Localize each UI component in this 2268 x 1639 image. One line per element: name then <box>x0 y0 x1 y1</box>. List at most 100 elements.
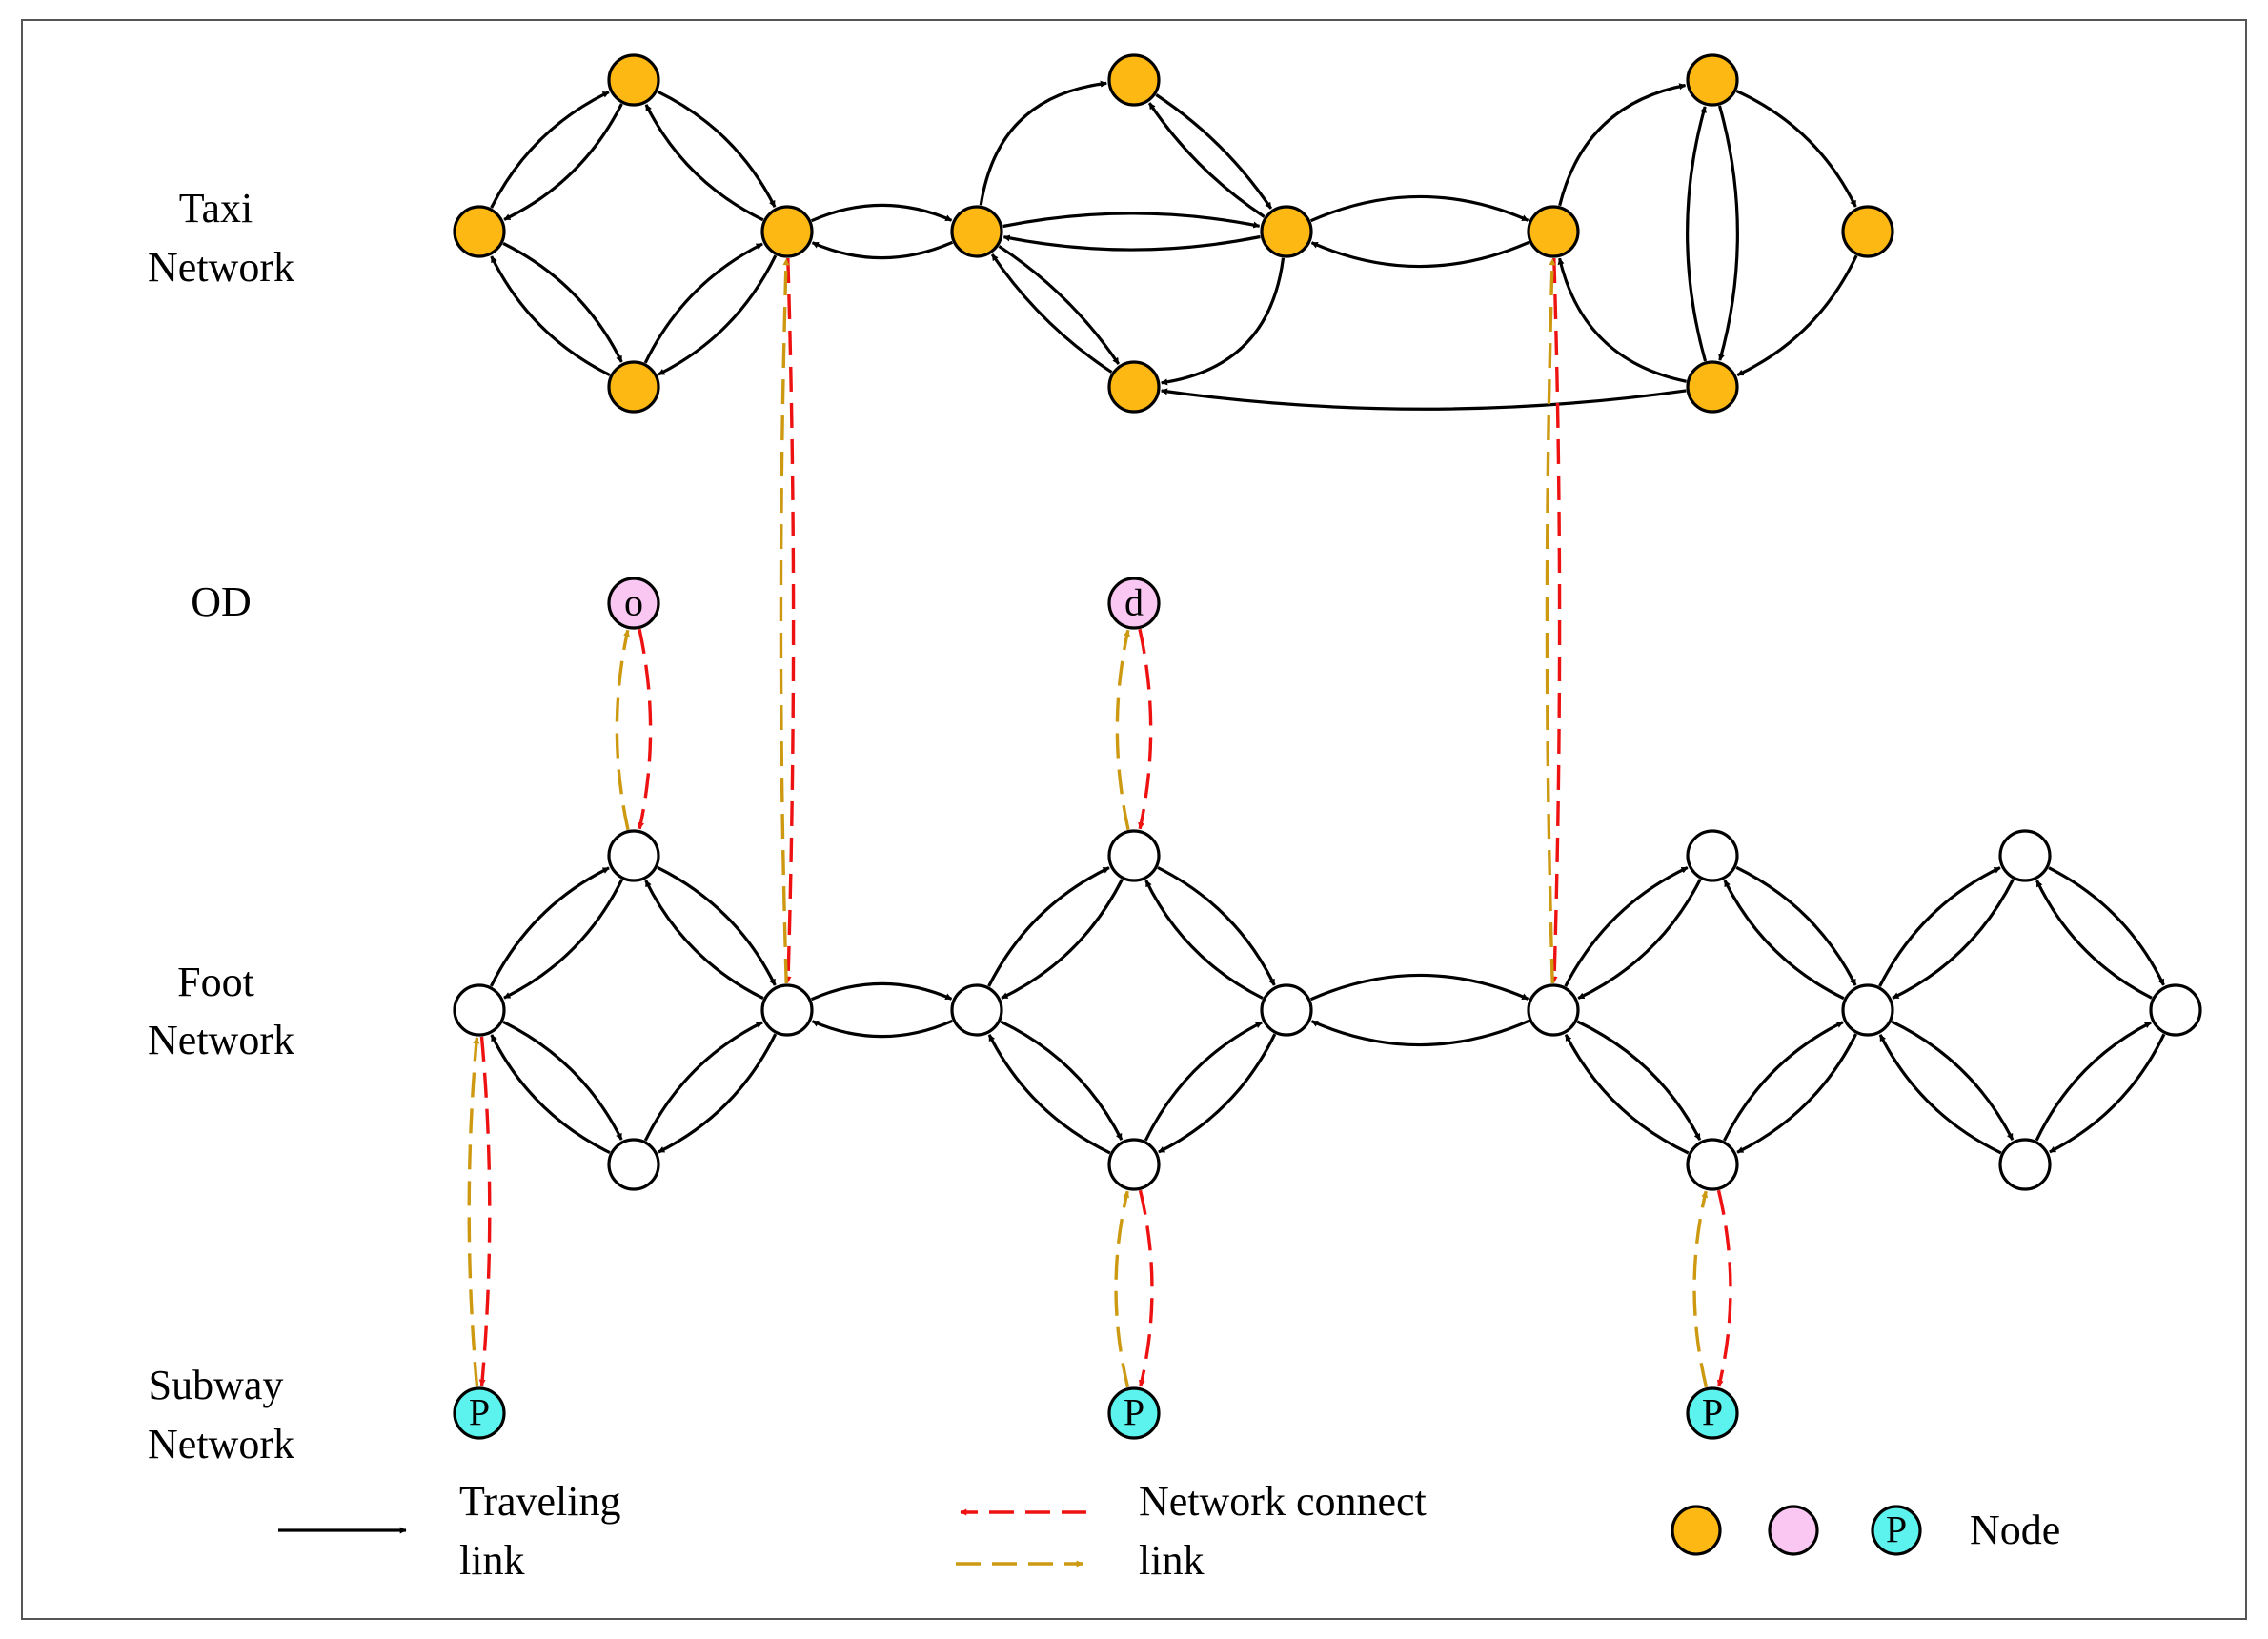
subway-node-letter: P <box>1702 1391 1723 1434</box>
traveling-link <box>2035 880 2153 1000</box>
network-connect-link-up <box>779 258 790 984</box>
subway-node <box>1107 1386 1161 1440</box>
network-connect-link-down <box>1138 1189 1154 1387</box>
taxi-node <box>1527 205 1580 258</box>
traveling-link <box>643 242 763 364</box>
network-connect-link-down <box>784 257 796 983</box>
traveling-link <box>1722 1021 1844 1142</box>
taxi-node <box>1107 360 1161 414</box>
origin-node-letter: o <box>624 581 643 624</box>
taxi-node <box>950 205 1003 258</box>
traveling-link <box>1558 83 1687 207</box>
traveling-link <box>1735 90 1857 208</box>
traveling-link <box>1002 212 1261 229</box>
foot-node <box>2149 983 2202 1037</box>
foot-node <box>1107 829 1161 882</box>
traveling-link <box>1878 866 2001 987</box>
traveling-link <box>998 245 1121 365</box>
traveling-link <box>490 255 611 377</box>
foot-network-label: Foot Network <box>148 959 294 1063</box>
traveling-link <box>1144 880 1264 1000</box>
taxi-node <box>453 205 506 258</box>
taxi-node <box>1686 53 1739 107</box>
traveling-link <box>1686 106 1708 362</box>
traveling-link <box>1157 866 1276 986</box>
traveling-link <box>1723 880 1845 1001</box>
traveling-links <box>489 80 2166 1155</box>
traveling-link <box>1310 240 1530 269</box>
traveling-link <box>810 203 953 223</box>
legend-od-node-icon <box>1768 1505 1819 1556</box>
traveling-link <box>811 1019 954 1039</box>
subway-node-letter: P <box>1124 1391 1144 1434</box>
traveling-link <box>502 1020 623 1141</box>
traveling-link <box>1147 102 1266 218</box>
traveling-link <box>490 1034 611 1155</box>
traveling-link <box>2048 866 2165 986</box>
legend-node-label: Node <box>1970 1507 2060 1553</box>
foot-node <box>760 983 814 1037</box>
traveling-link <box>1309 194 1529 223</box>
traveling-link <box>1891 1020 2015 1141</box>
traveling-link <box>643 1021 763 1142</box>
traveling-link <box>1735 865 1857 986</box>
traveling-link <box>1577 879 1702 1001</box>
traveling-link <box>1564 1034 1690 1155</box>
traveling-link <box>1158 1033 1277 1154</box>
legend-traveling-link-label: Traveling link <box>459 1478 632 1584</box>
traveling-link <box>1155 93 1273 210</box>
network-connect-links <box>467 257 1732 1388</box>
traveling-link <box>1309 973 1529 1002</box>
taxi-node <box>1841 205 1894 258</box>
diagram-frame <box>21 19 2247 1620</box>
foot-node <box>1686 829 1739 882</box>
origin-node <box>607 577 660 630</box>
legend-taxi-node-icon <box>1671 1505 1722 1556</box>
foot-node <box>1841 983 1894 1037</box>
foot-node <box>950 983 1003 1037</box>
legend: Traveling link Network connect link P No… <box>278 1478 2060 1584</box>
destination-node <box>1107 577 1161 630</box>
traveling-link <box>658 1033 778 1154</box>
network-connect-link-down <box>1550 257 1562 983</box>
traveling-link <box>1000 1020 1124 1141</box>
network-connect-link-down <box>1716 1189 1732 1387</box>
subway-node <box>453 1386 506 1440</box>
taxi-node <box>607 53 660 107</box>
foot-node <box>1107 1138 1161 1191</box>
traveling-link <box>1001 879 1124 1000</box>
traveling-link <box>658 254 778 376</box>
traveling-link <box>1736 1033 1858 1154</box>
traveling-link <box>644 104 764 222</box>
network-connect-link-up <box>467 1037 480 1387</box>
subway-node-letter: P <box>469 1391 490 1434</box>
taxi-node <box>1107 53 1161 107</box>
legend-subway-node-icon <box>1871 1505 1922 1556</box>
traveling-link <box>810 981 953 1002</box>
subway-node <box>1686 1386 1739 1440</box>
network-connect-link-up <box>1114 1190 1130 1388</box>
traveling-link <box>644 880 764 1001</box>
traveling-link <box>811 240 954 260</box>
traveling-link <box>2035 1021 2152 1142</box>
foot-node <box>607 1138 660 1191</box>
traveling-link <box>503 103 623 221</box>
taxi-network-label: Taxi Network <box>148 185 294 291</box>
traveling-link <box>990 253 1113 374</box>
traveling-link <box>1717 105 1739 361</box>
network-connect-link-up <box>1545 258 1556 984</box>
traveling-link <box>490 91 610 209</box>
traveling-link <box>1892 879 2015 1000</box>
foot-node <box>1260 983 1313 1037</box>
traveling-link <box>657 90 777 208</box>
subway-network-label: Subway Network <box>148 1362 294 1467</box>
foot-node <box>1686 1138 1739 1191</box>
taxi-node <box>1686 360 1739 414</box>
traveling-link <box>503 879 624 1000</box>
traveling-link <box>987 1034 1111 1155</box>
foot-node <box>1527 983 1580 1037</box>
od-label: OD <box>191 578 252 625</box>
network-connect-link-down <box>478 1036 492 1386</box>
traveling-link <box>1144 1021 1263 1142</box>
